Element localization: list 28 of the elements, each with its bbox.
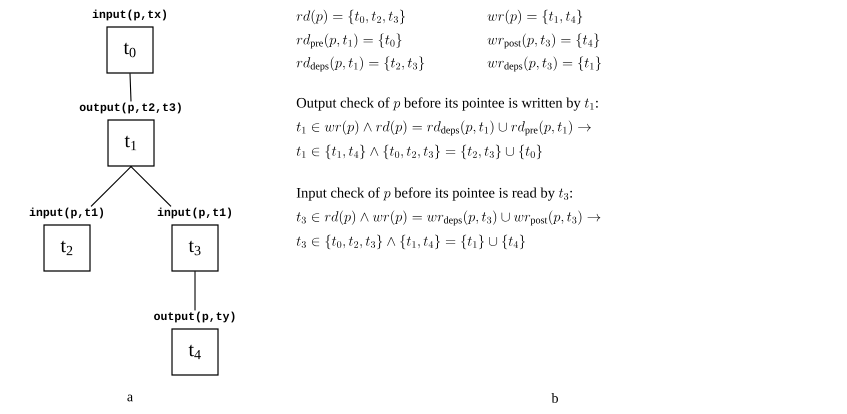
process-box: t$_{2}$ [43, 224, 91, 272]
process-box: t$_{1}$ [107, 119, 155, 167]
formula: $t_3 \in \{t_0, t_2, t_3\} \land \{t_1, t_4\} = \{t_1\} \cup \{t_4\}$ [296, 234, 525, 250]
code-label: input(p,tx) [92, 10, 166, 20]
connector-line [129, 74, 132, 102]
code-label: input(p,t1) [158, 208, 232, 218]
code-label: output(p,t2,t3) [80, 102, 181, 114]
formula: $\text{Output check of } p \text{ before its pointee is written by } t_1\text{:}$ [296, 97, 598, 111]
formula: $\text{Input check of } p \text{ before its pointee is read by } t_3\text{:}$ [296, 187, 572, 201]
process-box: t$_{4}$ [171, 328, 219, 376]
process-box: t$_{0}$ [106, 26, 154, 74]
formula: $wr_{\mathrm{deps}}(p, t_3) = \{t_1\}$ [488, 56, 601, 72]
formula: $rd_{\mathrm{pre}}(p, t_1) = \{t_0\}$ [296, 33, 402, 49]
code-label: input(p,t1) [30, 208, 104, 218]
connector-line [194, 272, 196, 310]
connector-line [90, 166, 132, 207]
connector-line [130, 166, 172, 207]
formula: $wr_{\mathrm{post}}(p, t_3) = \{t_4\}$ [488, 33, 600, 49]
process-box: t$_{3}$ [171, 224, 219, 272]
formula: $t_1 \in wr(p) \land rd(p) = rd_{\mathrm{deps}}(p, t_1) \cup rd_{\mathrm{pre}}(p, t_1) \rightarrow$ [296, 120, 591, 136]
panel-label: a [127, 394, 133, 402]
formula: $rd_{\mathrm{deps}}(p, t_1) = \{t_2, t_3\}$ [296, 56, 424, 72]
code-label: output(p,ty) [154, 312, 234, 322]
formula: $t_3 \in rd(p) \land wr(p) = wr_{\mathrm{deps}}(p, t_3) \cup wr_{\mathrm{post}}(p, t_3) \rightarrow$ [296, 210, 600, 226]
panel-label: b [552, 393, 558, 403]
formula: $wr(p) = \{t_1, t_4\}$ [488, 10, 582, 24]
formula: $rd(p) = \{t_0, t_2, t_3\}$ [296, 10, 406, 24]
formula: $t_1 \in \{t_1, t_4\} \land \{t_0, t_2, t_3\} = \{t_2, t_3\} \cup \{t_0\}$ [296, 144, 542, 160]
